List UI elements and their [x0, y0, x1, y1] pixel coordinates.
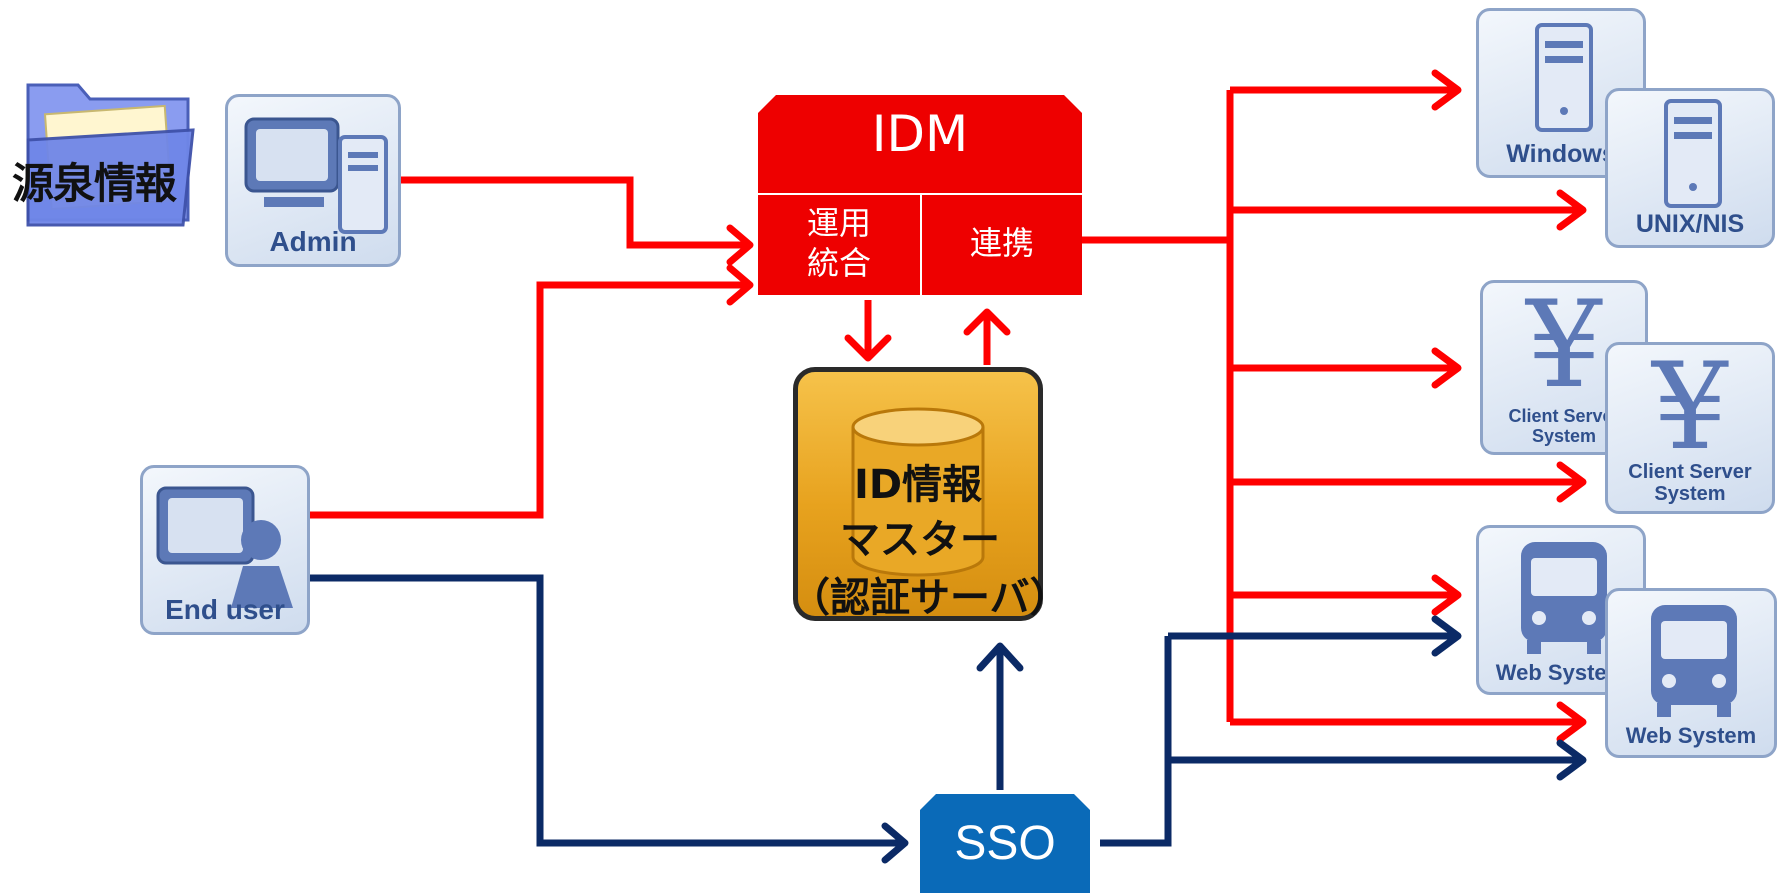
- sso-box: SSO: [920, 794, 1090, 893]
- web-front-label: Web System: [1625, 723, 1757, 748]
- sso-to-master-arrowhead: [976, 642, 1024, 672]
- admin-label: Admin: [269, 226, 357, 257]
- workstation-icon: [244, 117, 388, 234]
- bus-icon: [1521, 542, 1607, 654]
- unix-tile: UNIX/NIS: [1605, 88, 1775, 248]
- sso-web-front-arrowhead: [1556, 739, 1587, 781]
- enduser-to-idm-arrowhead: [726, 264, 754, 306]
- server-icon: [1664, 99, 1722, 208]
- web-back-label: Web System: [1495, 660, 1627, 685]
- client-server-back-arrowhead: [1431, 347, 1462, 389]
- unix-label: UNIX/NIS: [1635, 210, 1745, 238]
- yen-icon: ¥: [1525, 280, 1603, 415]
- sso-arrowhead: [881, 822, 909, 864]
- sso-to-web-bus-line: [1100, 636, 1172, 847]
- id-master-box: ID情報 マスター: [793, 367, 1043, 621]
- admin-tile: Admin: [225, 94, 401, 267]
- enduser-to-sso-line: [310, 574, 905, 847]
- source-info-label: 源泉情報: [12, 159, 177, 208]
- master-title-line2: マスター: [840, 517, 1000, 563]
- unix-arrowhead: [1556, 189, 1587, 231]
- web-back-arrowhead: [1431, 574, 1462, 616]
- master-title-line1: ID情報: [853, 462, 983, 508]
- end-user-tile: End user: [140, 465, 310, 635]
- end-user-label: End user: [165, 594, 285, 625]
- enduser-to-idm-line: [310, 281, 750, 519]
- windows-label: Windows: [1506, 140, 1616, 168]
- idm-integration-cell: 連携: [969, 224, 1034, 262]
- idm-divider-vertical: [920, 193, 922, 295]
- sso-web-back-arrowhead: [1431, 615, 1462, 657]
- client-server-front-arrowhead: [1556, 461, 1587, 503]
- admin-to-idm-line: [400, 176, 750, 249]
- server-icon: [1535, 23, 1593, 132]
- client-server-front-tile: ¥ Client Server System: [1605, 342, 1775, 514]
- web-front-arrowhead: [1556, 701, 1587, 743]
- admin-to-idm-arrowhead: [726, 224, 754, 266]
- idm-to-master-arrowhead: [844, 334, 892, 362]
- client-server-front-label: Client Server System: [1628, 461, 1752, 505]
- yen-icon: ¥: [1651, 342, 1729, 477]
- web-front-tile: Web System: [1605, 588, 1777, 758]
- database-cylinder-icon: [851, 407, 985, 577]
- windows-arrowhead: [1431, 69, 1462, 111]
- master-to-idm-arrowhead: [963, 308, 1011, 336]
- sso-label: SSO: [954, 817, 1056, 870]
- idm-box: IDM 運用 統合 連携: [758, 95, 1082, 295]
- master-title-line3: （認証サーバ）: [790, 575, 1070, 621]
- bus-icon: [1651, 605, 1737, 717]
- idm-title: IDM: [871, 105, 969, 163]
- user-at-computer-icon: [156, 486, 293, 608]
- idm-operation-cell: 運用 統合: [806, 204, 871, 282]
- folder-icon: [18, 55, 203, 235]
